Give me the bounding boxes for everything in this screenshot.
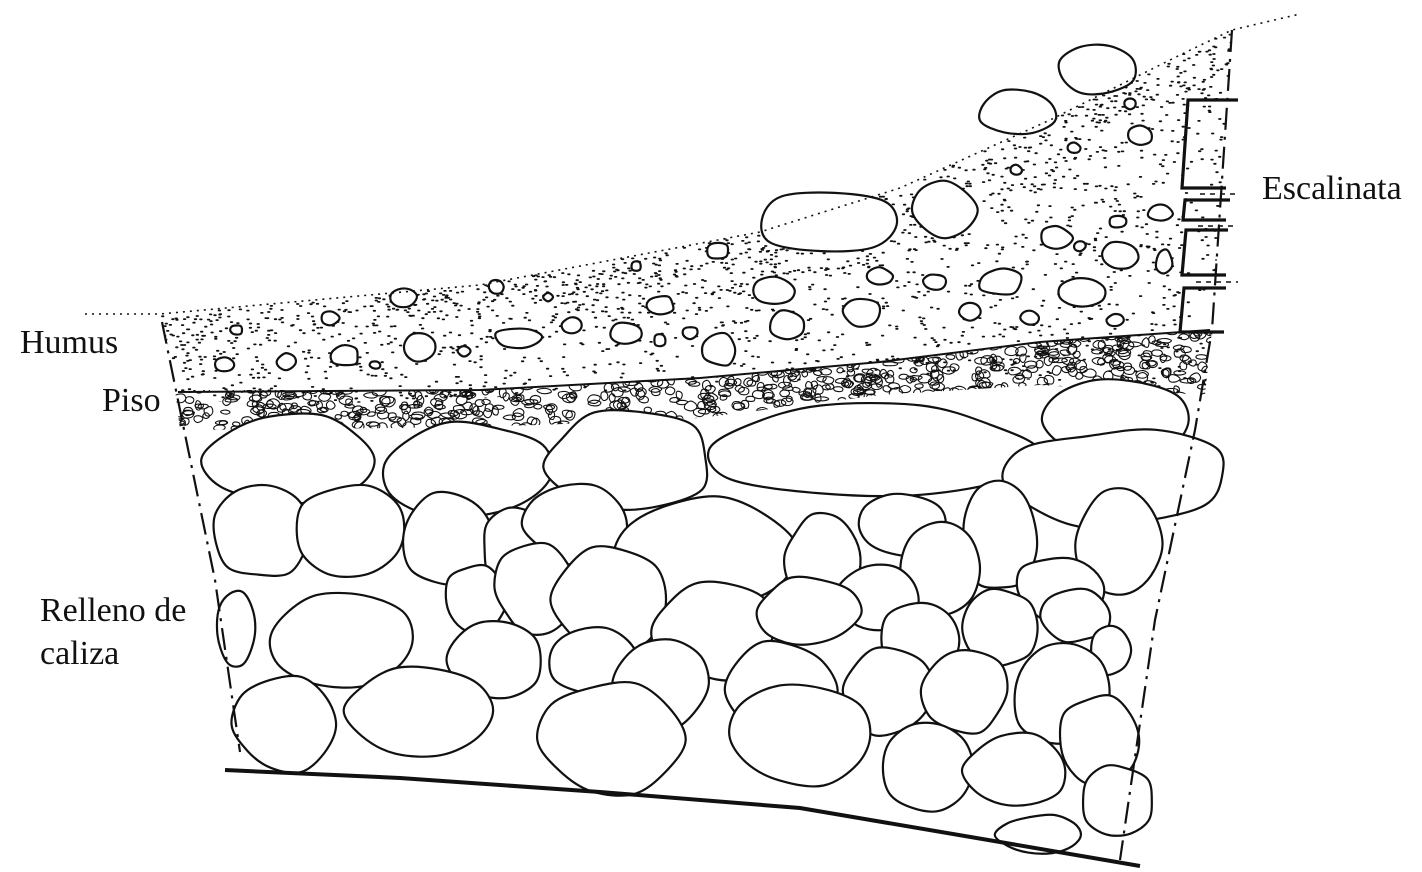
humus-stone [1156,249,1172,273]
humus-stone [404,333,436,361]
humus-stone [1148,205,1173,221]
humus-stone [277,353,296,370]
humus-stone [458,346,471,356]
humus-stone [761,193,897,252]
humus-stone [702,333,735,366]
humus-stone [215,357,234,371]
limestone-boulder [962,733,1065,806]
humus-stone [322,311,340,325]
humus-stone [331,345,358,365]
piso-label: Piso [102,380,161,423]
humus-stone [912,181,978,239]
relleno-label: Relleno de caliza [40,590,186,675]
humus-stone [1068,142,1081,152]
humus-stone [1128,125,1152,144]
humus-stone [1059,45,1136,95]
limestone-fill-boulders [201,379,1223,853]
humus-stone [230,325,242,334]
humus-stone [1011,165,1023,175]
limestone-boulder [231,676,336,773]
humus-stone [770,310,804,339]
humus-stone [1020,311,1039,325]
humus-stone [683,327,698,339]
humus-stone [979,90,1056,135]
humus-stone [1074,241,1086,251]
humus-stone [1110,216,1127,228]
limestone-boulder [297,485,405,577]
humus-stone [390,289,417,308]
humus-stone [753,277,795,304]
humus-stone [647,296,674,314]
humus-stone [843,299,880,327]
escalinata-steps [1180,100,1240,332]
relleno-label-line-1: Relleno de [40,590,186,633]
humus-stone [632,261,641,271]
limestone-boulder [883,723,973,812]
humus-stone [959,303,981,321]
humus-stone [867,267,893,284]
humus-stone [562,317,582,333]
humus-stone [1041,226,1073,249]
limestone-boulder [1083,765,1152,836]
humus-label: Humus [20,322,118,365]
humus-stone [1106,314,1123,326]
humus-stone [1058,278,1105,306]
humus-stone [979,268,1021,294]
humus-stones [215,45,1173,372]
limestone-boulder [729,685,870,787]
humus-stone [654,334,665,346]
humus-stone [610,323,641,344]
humus-stone [489,280,504,294]
humus-stone [1102,242,1138,269]
humus-stone [923,275,946,290]
humus-stone [495,329,542,349]
humus-stone [370,361,381,368]
humus-stone [543,293,553,302]
escalinata-label: Escalinata [1262,168,1402,211]
humus-stone [1124,99,1135,110]
humus-stone [707,243,728,259]
relleno-label-line-2: caliza [40,633,186,676]
